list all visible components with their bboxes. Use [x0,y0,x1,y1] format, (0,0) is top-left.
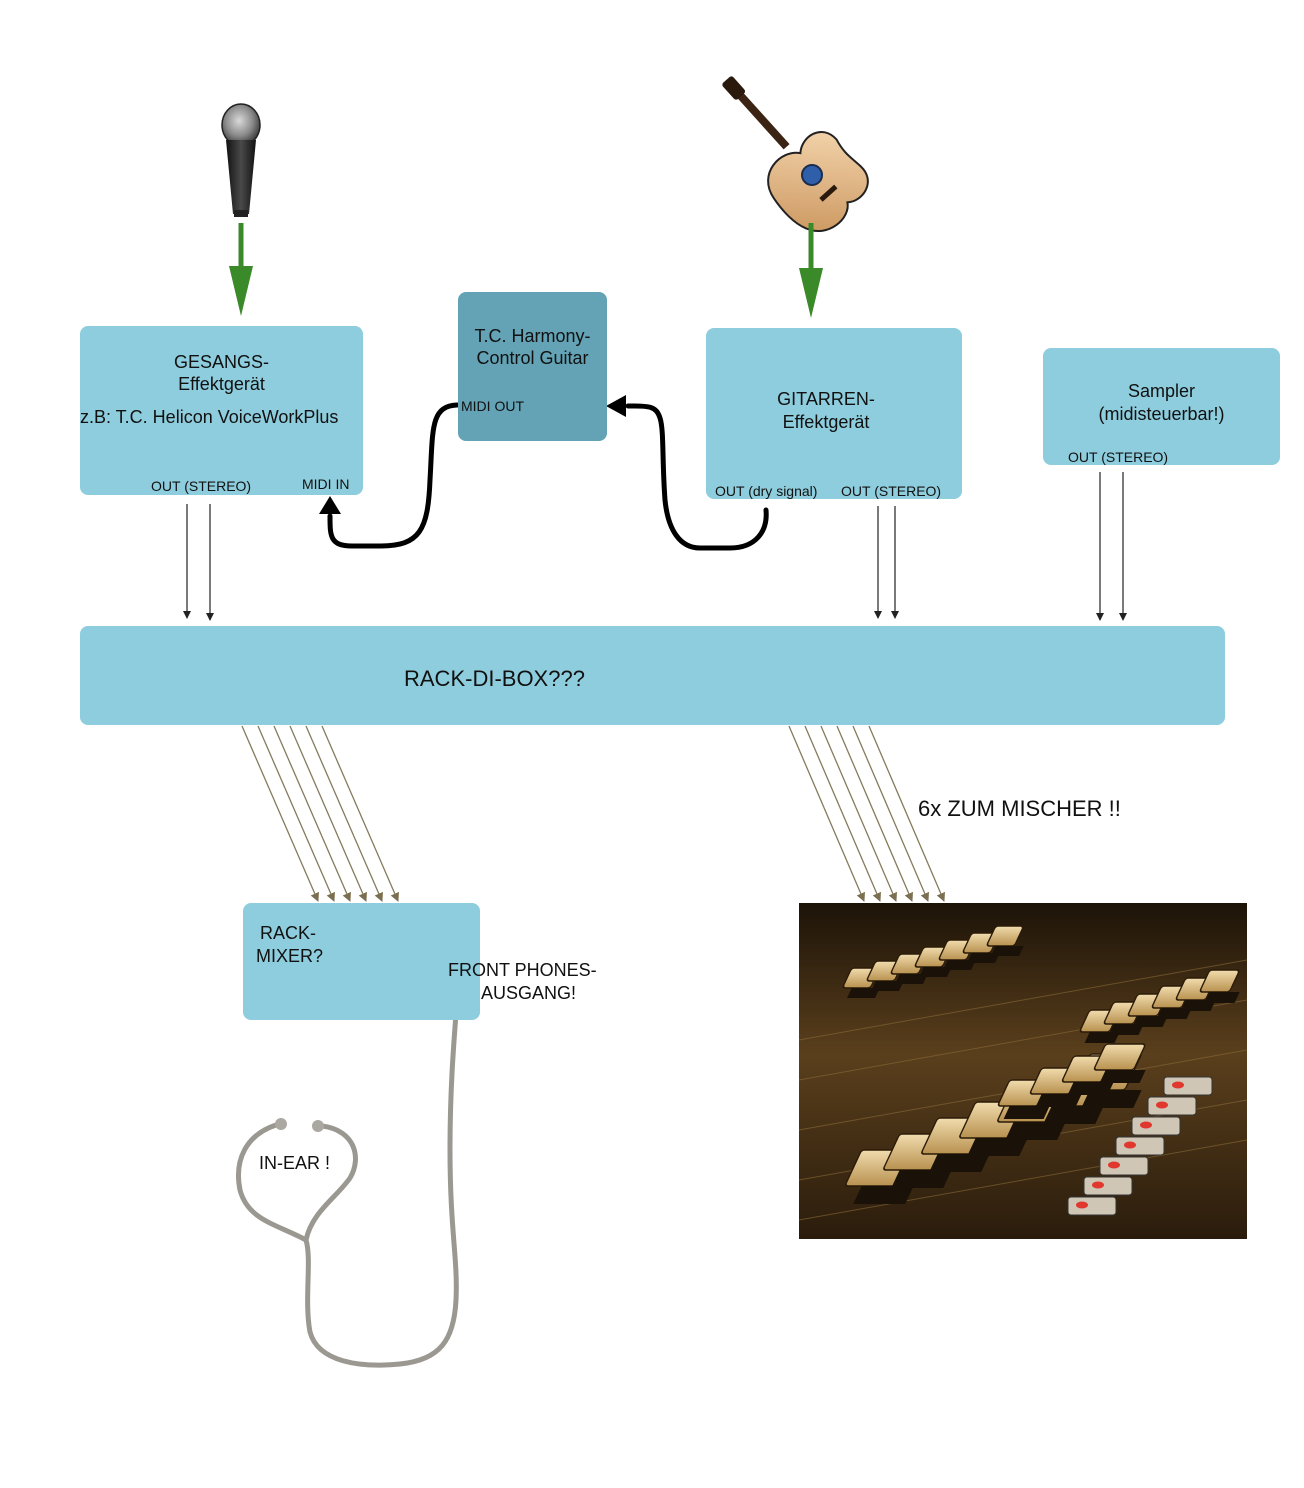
in-ear-earphones-icon [236,997,460,1368]
snake-line [241,725,319,902]
snake-line [257,725,335,902]
midi-cable-vocal [319,402,460,549]
snake-line [273,725,351,902]
rack-di-title: RACK-DI-BOX??? [404,666,585,691]
console-button [1067,1196,1117,1216]
snake-line [305,725,383,902]
snake-line [836,725,913,902]
snake-line [321,725,399,902]
microphone-icon [221,103,261,217]
fader-cap [1093,1043,1146,1083]
snake-line [804,725,881,902]
in-ear-label: IN-EAR ! [259,1153,331,1173]
rack-di-box: RACK-DI-BOX??? [80,626,1225,725]
sampler-out-lines [1096,472,1127,621]
vocal-fx-out-label: OUT (STEREO) [151,478,252,494]
snake-line [852,725,929,902]
fader-cap [845,1149,914,1204]
fader-cap [1199,969,1240,1003]
midi-cable-guitar [606,395,769,551]
vocal-fx-box: GESANGS- Effektgerät z.B: T.C. Helicon V… [80,326,363,495]
guitar-fx-box: GITARREN- Effektgerät OUT (dry signal) O… [706,328,962,499]
front-phones-label-1: FRONT PHONES- [448,960,597,980]
guitar-out-lines [874,506,899,619]
guitar-fx-title-2: Effektgerät [782,412,870,432]
mixing-console-photo [798,903,1248,1239]
vocal-fx-title-1: GESANGS- [173,352,270,372]
guitar-fx-title-1: GITARREN- [777,389,875,409]
rack-mixer-box: RACK- MIXER? [243,903,480,1020]
guitar-fx-out-label: OUT (STEREO) [841,483,942,499]
snake-line [289,725,367,902]
mic-to-vocal-arrow [229,223,253,316]
di-to-rack-mixer-lines [241,725,399,902]
mixer-note: 6x ZUM MISCHER !! [918,796,1121,821]
guitar-to-fx-arrow [799,223,823,318]
console-button [1099,1156,1149,1176]
console-button [1083,1176,1133,1196]
snake-line [868,725,945,902]
console-button [1131,1116,1181,1136]
di-to-console-lines [788,725,945,902]
fader-cap [986,925,1024,956]
sampler-out-label: OUT (STEREO) [1068,449,1169,465]
vocal-fx-midi-in-label: MIDI IN [302,476,350,492]
acoustic-guitar-icon [722,76,869,232]
console-button [1163,1076,1213,1096]
snake-line [788,725,865,902]
rack-mixer-title-1: RACK- [260,923,317,943]
guitar-fx-dry-out-label: OUT (dry signal) [715,483,818,499]
harmony-box: T.C. Harmony- Control Guitar MIDI OUT [458,292,607,441]
vocal-fx-title-2: Effektgerät [178,374,265,394]
vocal-fx-model: z.B: T.C. Helicon VoiceWorkPlus [80,407,339,427]
front-phones-label-2: AUSGANG! [481,983,577,1003]
harmony-title-2: Control Guitar [476,348,589,368]
sampler-title-2: (midisteuerbar!) [1098,404,1225,424]
vocal-out-lines [183,504,214,621]
harmony-title-1: T.C. Harmony- [474,326,591,346]
snake-line [820,725,897,902]
harmony-midi-out-label: MIDI OUT [461,398,524,414]
console-button [1115,1136,1165,1156]
rack-mixer-title-2: MIXER? [256,946,324,966]
console-button [1147,1096,1197,1116]
sampler-title-1: Sampler [1127,381,1196,401]
sampler-box: Sampler (midisteuerbar!) OUT (STEREO) [1043,348,1280,465]
